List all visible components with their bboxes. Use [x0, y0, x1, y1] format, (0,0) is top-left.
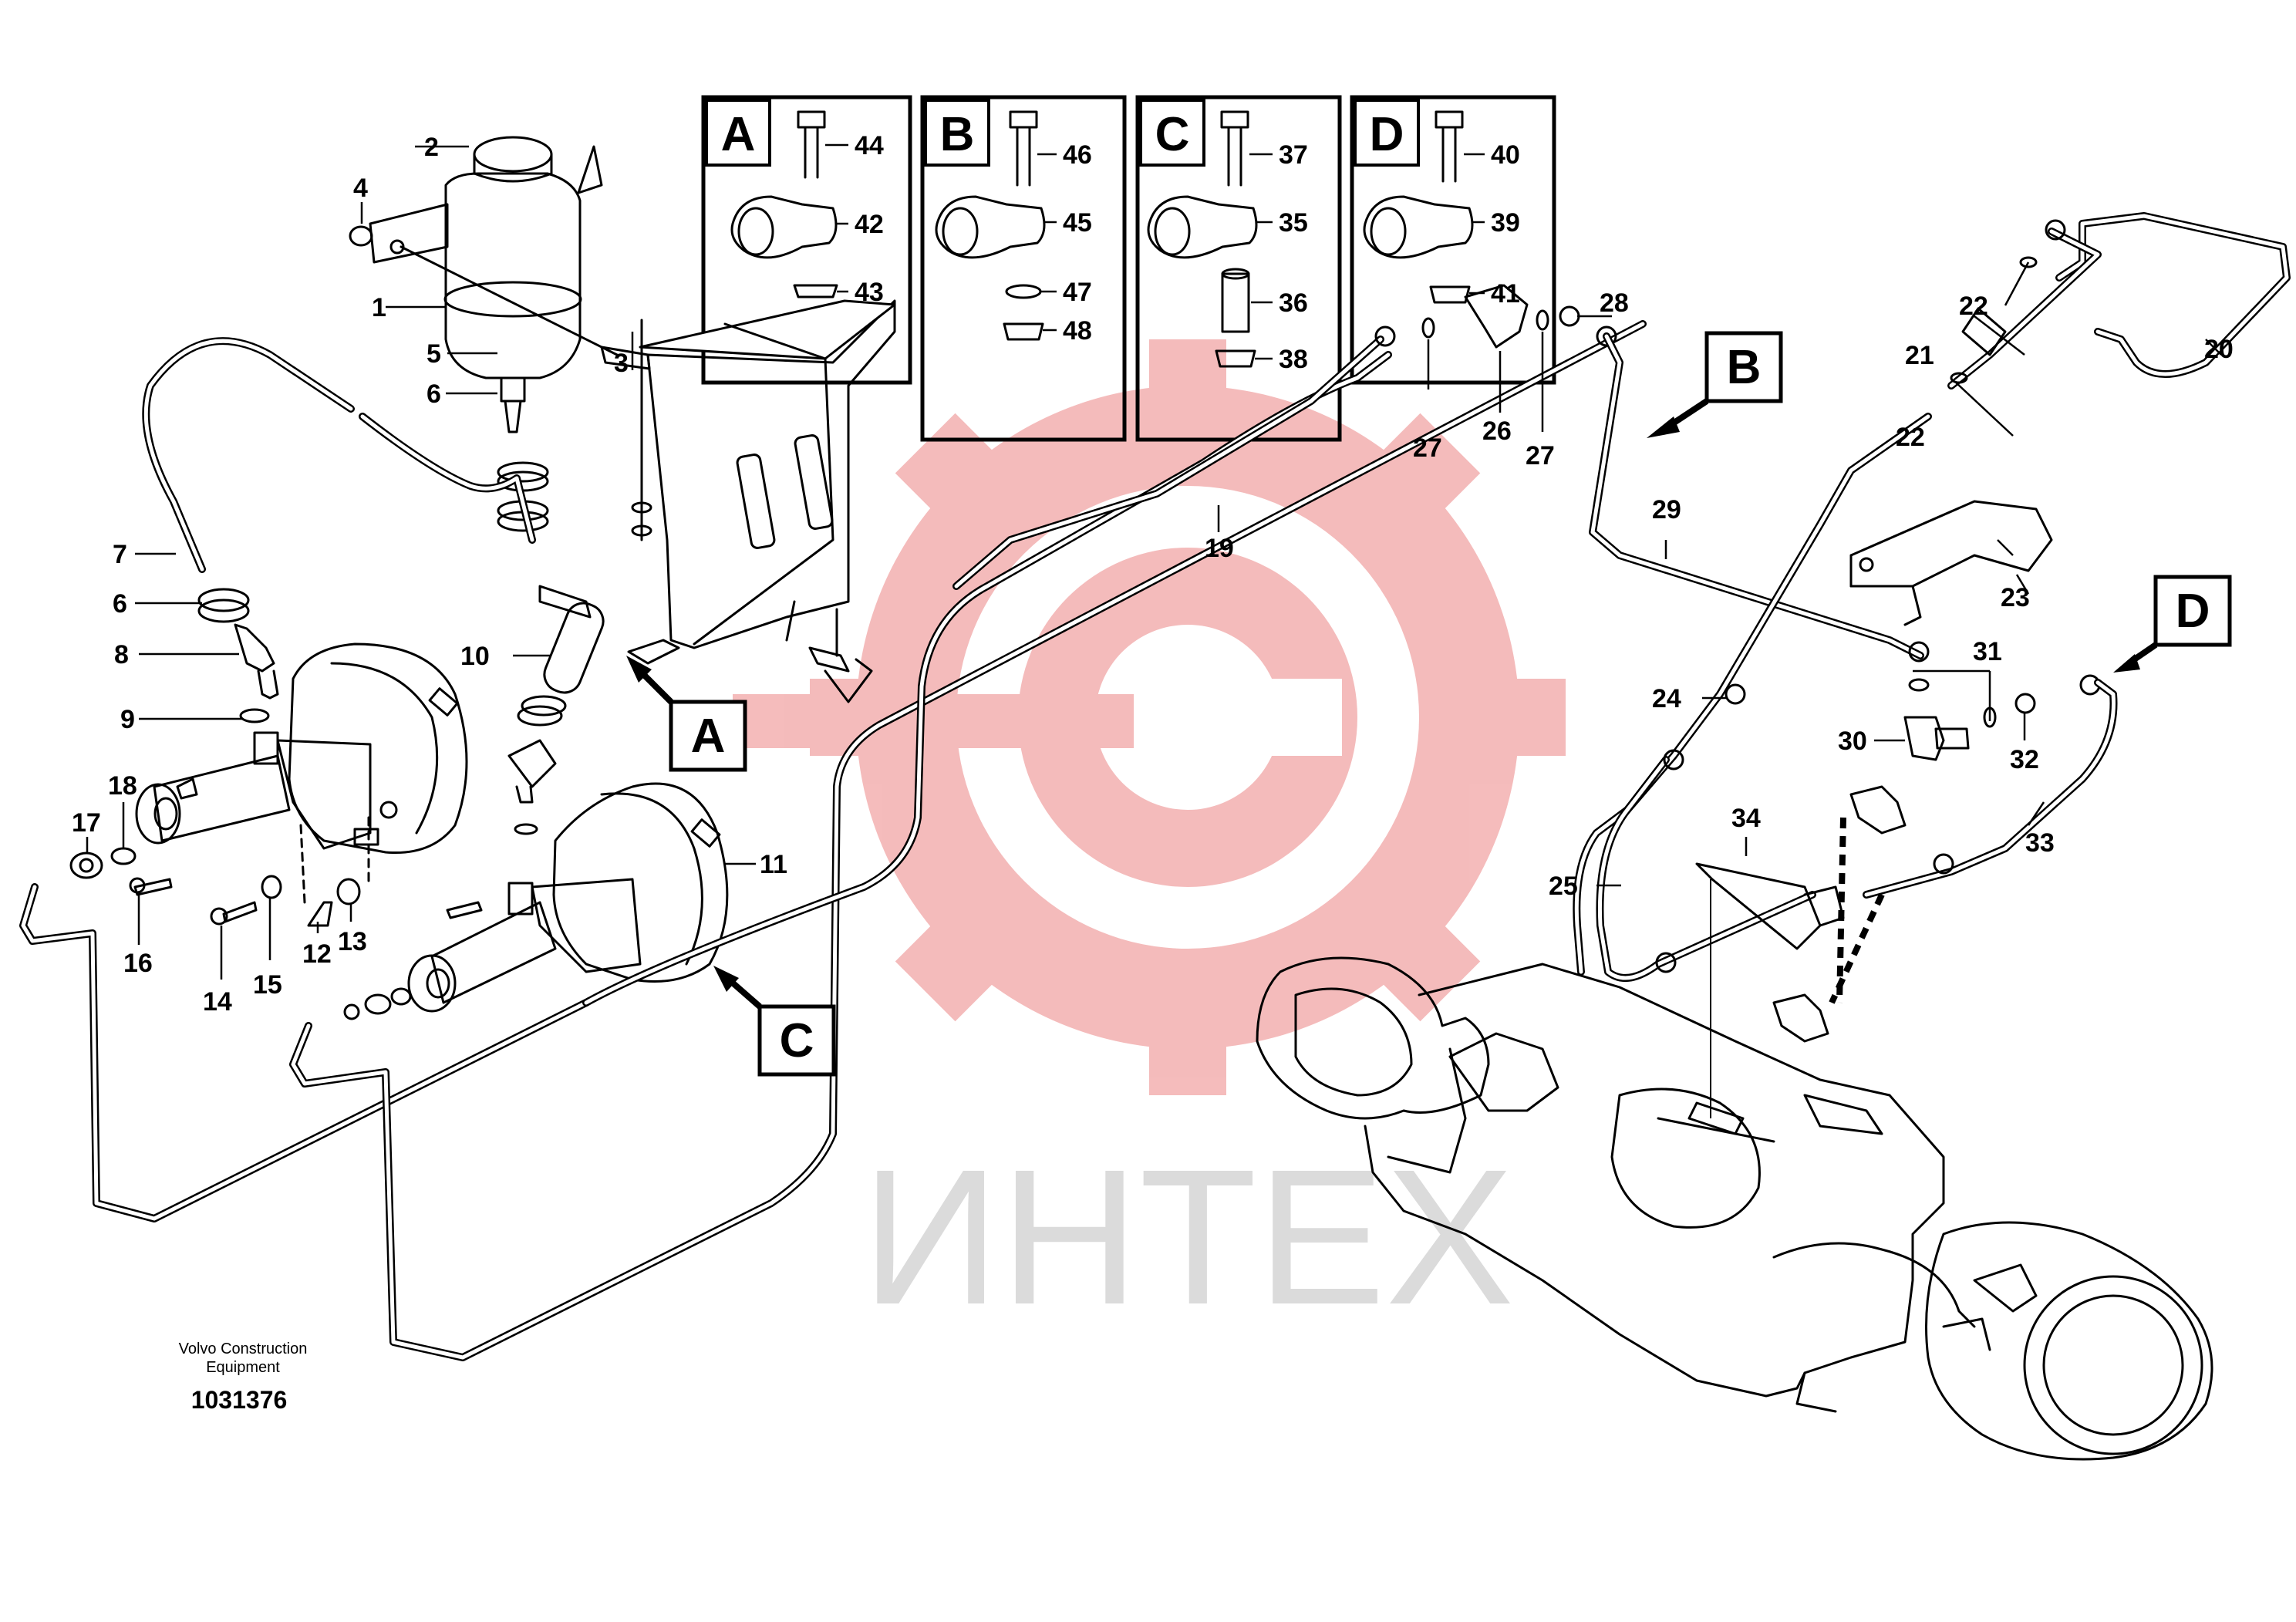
leader-lines — [86, 145, 2222, 980]
part-label: 48 — [1063, 316, 1092, 346]
part-label: 32 — [2010, 745, 2039, 774]
part-label: 1 — [372, 293, 386, 322]
part-label: 20 — [2204, 335, 2234, 364]
part-label: 4 — [353, 174, 368, 203]
part-label: 12 — [302, 939, 332, 969]
company-name-line1: Volvo Construction — [179, 1340, 308, 1357]
part-label: 26 — [1482, 416, 1512, 446]
part-label: 46 — [1063, 140, 1092, 170]
part-label: 25 — [1549, 872, 1578, 901]
view-marker-letter: B — [1727, 341, 1762, 394]
part-label: 13 — [338, 927, 367, 956]
part-label: 17 — [72, 808, 101, 838]
part-label: 10 — [460, 642, 490, 671]
detail-box-letter: B — [940, 108, 975, 161]
part-label: 6 — [113, 589, 127, 619]
part-label: 5 — [426, 339, 441, 369]
part-label: 23 — [2001, 583, 2030, 612]
part-label: 9 — [120, 705, 135, 734]
part-number-labels: 1 2 3 4 5 6 7 6 8 9 10 11 12 13 14 15 16… — [72, 133, 2234, 1017]
view-marker-a: A — [626, 656, 747, 772]
part-label: 47 — [1063, 278, 1092, 307]
part-label: 39 — [1491, 208, 1520, 238]
view-marker-d: D — [2113, 575, 2232, 673]
fluid-reservoir — [349, 136, 651, 532]
company-name-line2: Equipment — [206, 1359, 280, 1376]
part-label: 11 — [760, 850, 787, 879]
part-label: 8 — [114, 640, 129, 669]
brake-booster-right — [343, 585, 729, 1020]
part-label: 19 — [1205, 534, 1234, 563]
detail-box-letter: A — [721, 108, 756, 161]
part-label: 22 — [1896, 423, 1925, 452]
part-label: 37 — [1279, 140, 1308, 170]
part-label: 18 — [108, 771, 137, 801]
part-label: 33 — [2025, 828, 2055, 858]
detail-box-letter: D — [1370, 108, 1404, 161]
part-label: 42 — [855, 210, 884, 239]
drawing-number: 1031376 — [191, 1386, 288, 1414]
part-label: 31 — [1973, 637, 2002, 666]
heat-shield-bracket — [627, 299, 896, 703]
view-marker-b: B — [1647, 331, 1783, 438]
hose — [142, 337, 536, 573]
drawing-footer: Volvo Construction Equipment 1031376 — [179, 1340, 308, 1414]
view-marker-letter: A — [691, 710, 726, 763]
detail-box-b: B 46 45 47 48 — [920, 95, 1127, 442]
part-label: 35 — [1279, 208, 1308, 238]
part-label: 36 — [1279, 288, 1308, 318]
view-marker-letter: C — [780, 1014, 814, 1067]
part-label: 22 — [1959, 292, 1988, 321]
rear-axle — [1256, 956, 2213, 1461]
detail-box-letter: C — [1155, 108, 1190, 161]
part-label: 34 — [1731, 804, 1761, 833]
part-label: 27 — [1413, 433, 1442, 463]
view-marker-c: C — [713, 966, 836, 1077]
part-label: 40 — [1491, 140, 1520, 170]
part-label: 45 — [1063, 208, 1092, 238]
detail-box-a: A 44 42 43 — [701, 95, 912, 385]
part-label: 7 — [113, 540, 127, 569]
view-marker-letter: D — [2176, 585, 2210, 638]
part-label: 29 — [1652, 495, 1681, 524]
part-label: 21 — [1905, 341, 1934, 370]
rear-brake-lines — [1596, 679, 2118, 1118]
part-label: 28 — [1600, 288, 1629, 318]
part-label: 15 — [253, 970, 282, 1000]
part-label: 14 — [203, 987, 232, 1017]
brake-lines-left — [19, 320, 1647, 1361]
part-label: 3 — [614, 349, 629, 378]
brake-line-19 — [952, 284, 2101, 761]
brake-booster-left — [69, 588, 468, 927]
part-label: 2 — [424, 133, 439, 162]
part-label: 27 — [1526, 441, 1555, 470]
watermark-gear-logo — [733, 339, 1566, 1095]
part-label: 30 — [1838, 727, 1867, 756]
part-label: 24 — [1652, 684, 1681, 713]
brake-line-20 — [1573, 212, 2291, 976]
part-label: 44 — [855, 131, 884, 160]
bracket-23 — [1849, 500, 2053, 626]
part-label: 16 — [123, 949, 153, 978]
part-label: 38 — [1279, 345, 1308, 374]
part-label: 6 — [426, 379, 441, 409]
watermark-text: ИНТЕХ — [861, 1129, 1514, 1344]
